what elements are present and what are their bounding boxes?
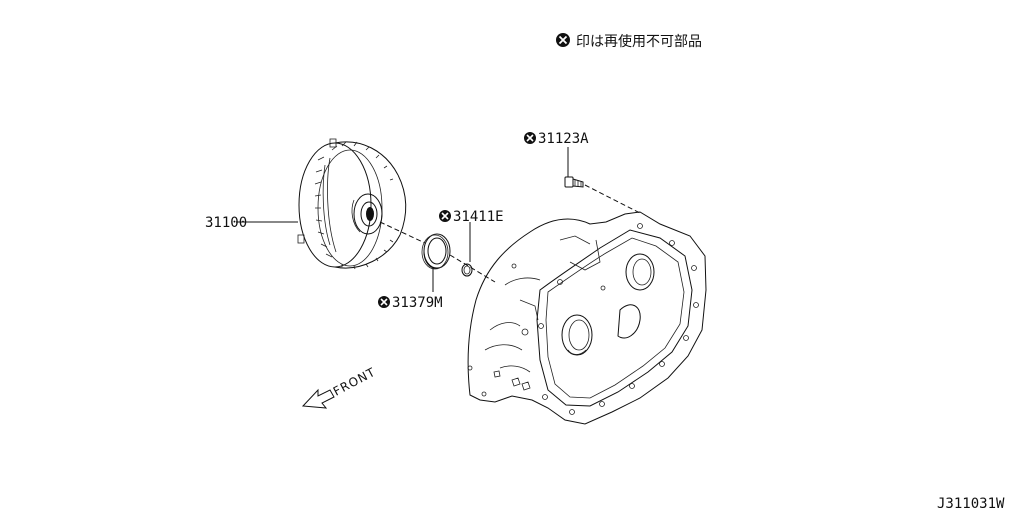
assembly-line-1 [379, 221, 496, 283]
oil-seal-code: 31379M [392, 295, 443, 311]
o-ring-symbol-icon [439, 210, 451, 222]
o-ring-code: 31411E [453, 209, 504, 225]
bolt-symbol-icon [524, 132, 536, 144]
bolt-code: 31123A [538, 131, 589, 147]
oil-seal-drawing [421, 233, 451, 270]
torque-converter-drawing [297, 138, 407, 270]
assembly-line-2 [584, 184, 641, 214]
transmission-housing-drawing [467, 211, 707, 425]
torque-converter-code: 31100 [205, 215, 247, 231]
o-ring-drawing [461, 263, 473, 277]
diagram-id: J311031W [937, 496, 1005, 512]
oil-seal-symbol-icon [378, 296, 390, 308]
front-arrow-icon [301, 388, 335, 409]
non-reusable-note: 印は再使用不可部品 [576, 33, 702, 50]
front-label: FRONT [331, 365, 378, 399]
bolt-drawing [564, 176, 584, 188]
note-symbol-icon [556, 33, 570, 47]
